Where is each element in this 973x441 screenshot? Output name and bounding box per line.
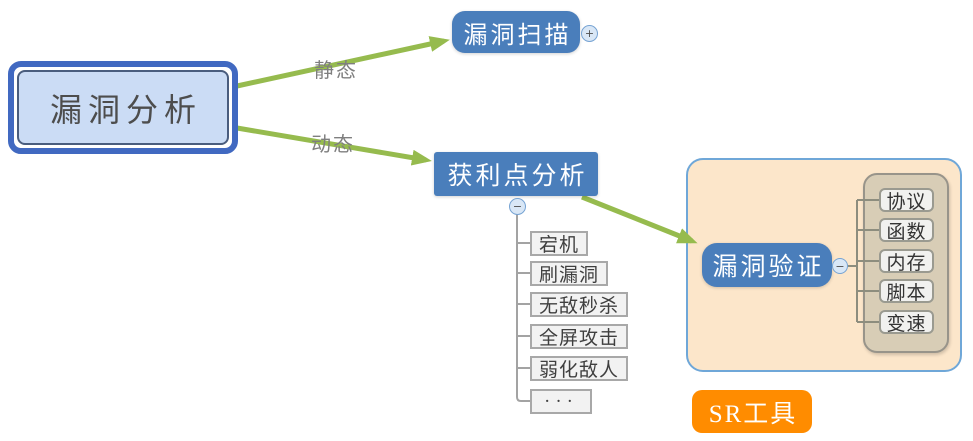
profit-children-stubs [517, 242, 530, 369]
verify-child-item[interactable]: 协议 [879, 188, 934, 213]
profit-children-trunk [516, 214, 530, 402]
static-edge-label: 静态 [314, 60, 358, 82]
profit-child-item[interactable]: 弱化敌人 [530, 356, 629, 381]
sr-tool-label[interactable]: SR工具 [692, 390, 812, 433]
collapse-minus-icon-verify[interactable]: − [832, 258, 848, 274]
verify-child-item[interactable]: 变速 [879, 310, 934, 335]
verify-child-item[interactable]: 函数 [879, 218, 934, 243]
verify-child-item[interactable]: 脚本 [879, 279, 934, 304]
profit-child-item[interactable]: 无敌秒杀 [530, 292, 629, 317]
verify-node[interactable]: 漏洞验证 [702, 243, 832, 287]
profit-node[interactable]: 获利点分析 [434, 152, 598, 196]
profit-child-item[interactable]: 全屏攻击 [530, 324, 629, 349]
root-node[interactable]: 漏洞分析 [8, 61, 238, 154]
dynamic-edge-label: 动态 [311, 134, 355, 156]
profit-child-item-more[interactable]: ··· [530, 389, 592, 414]
scan-node[interactable]: 漏洞扫描 [452, 11, 580, 53]
expand-plus-icon[interactable]: + [581, 25, 598, 42]
verify-edge-arrow [581, 194, 698, 244]
verify-child-item[interactable]: 内存 [879, 249, 934, 274]
profit-child-item[interactable]: 刷漏洞 [530, 261, 609, 286]
collapse-minus-icon-profit[interactable]: − [509, 198, 526, 215]
root-node-label: 漏洞分析 [17, 70, 229, 145]
profit-child-item[interactable]: 宕机 [530, 231, 589, 256]
